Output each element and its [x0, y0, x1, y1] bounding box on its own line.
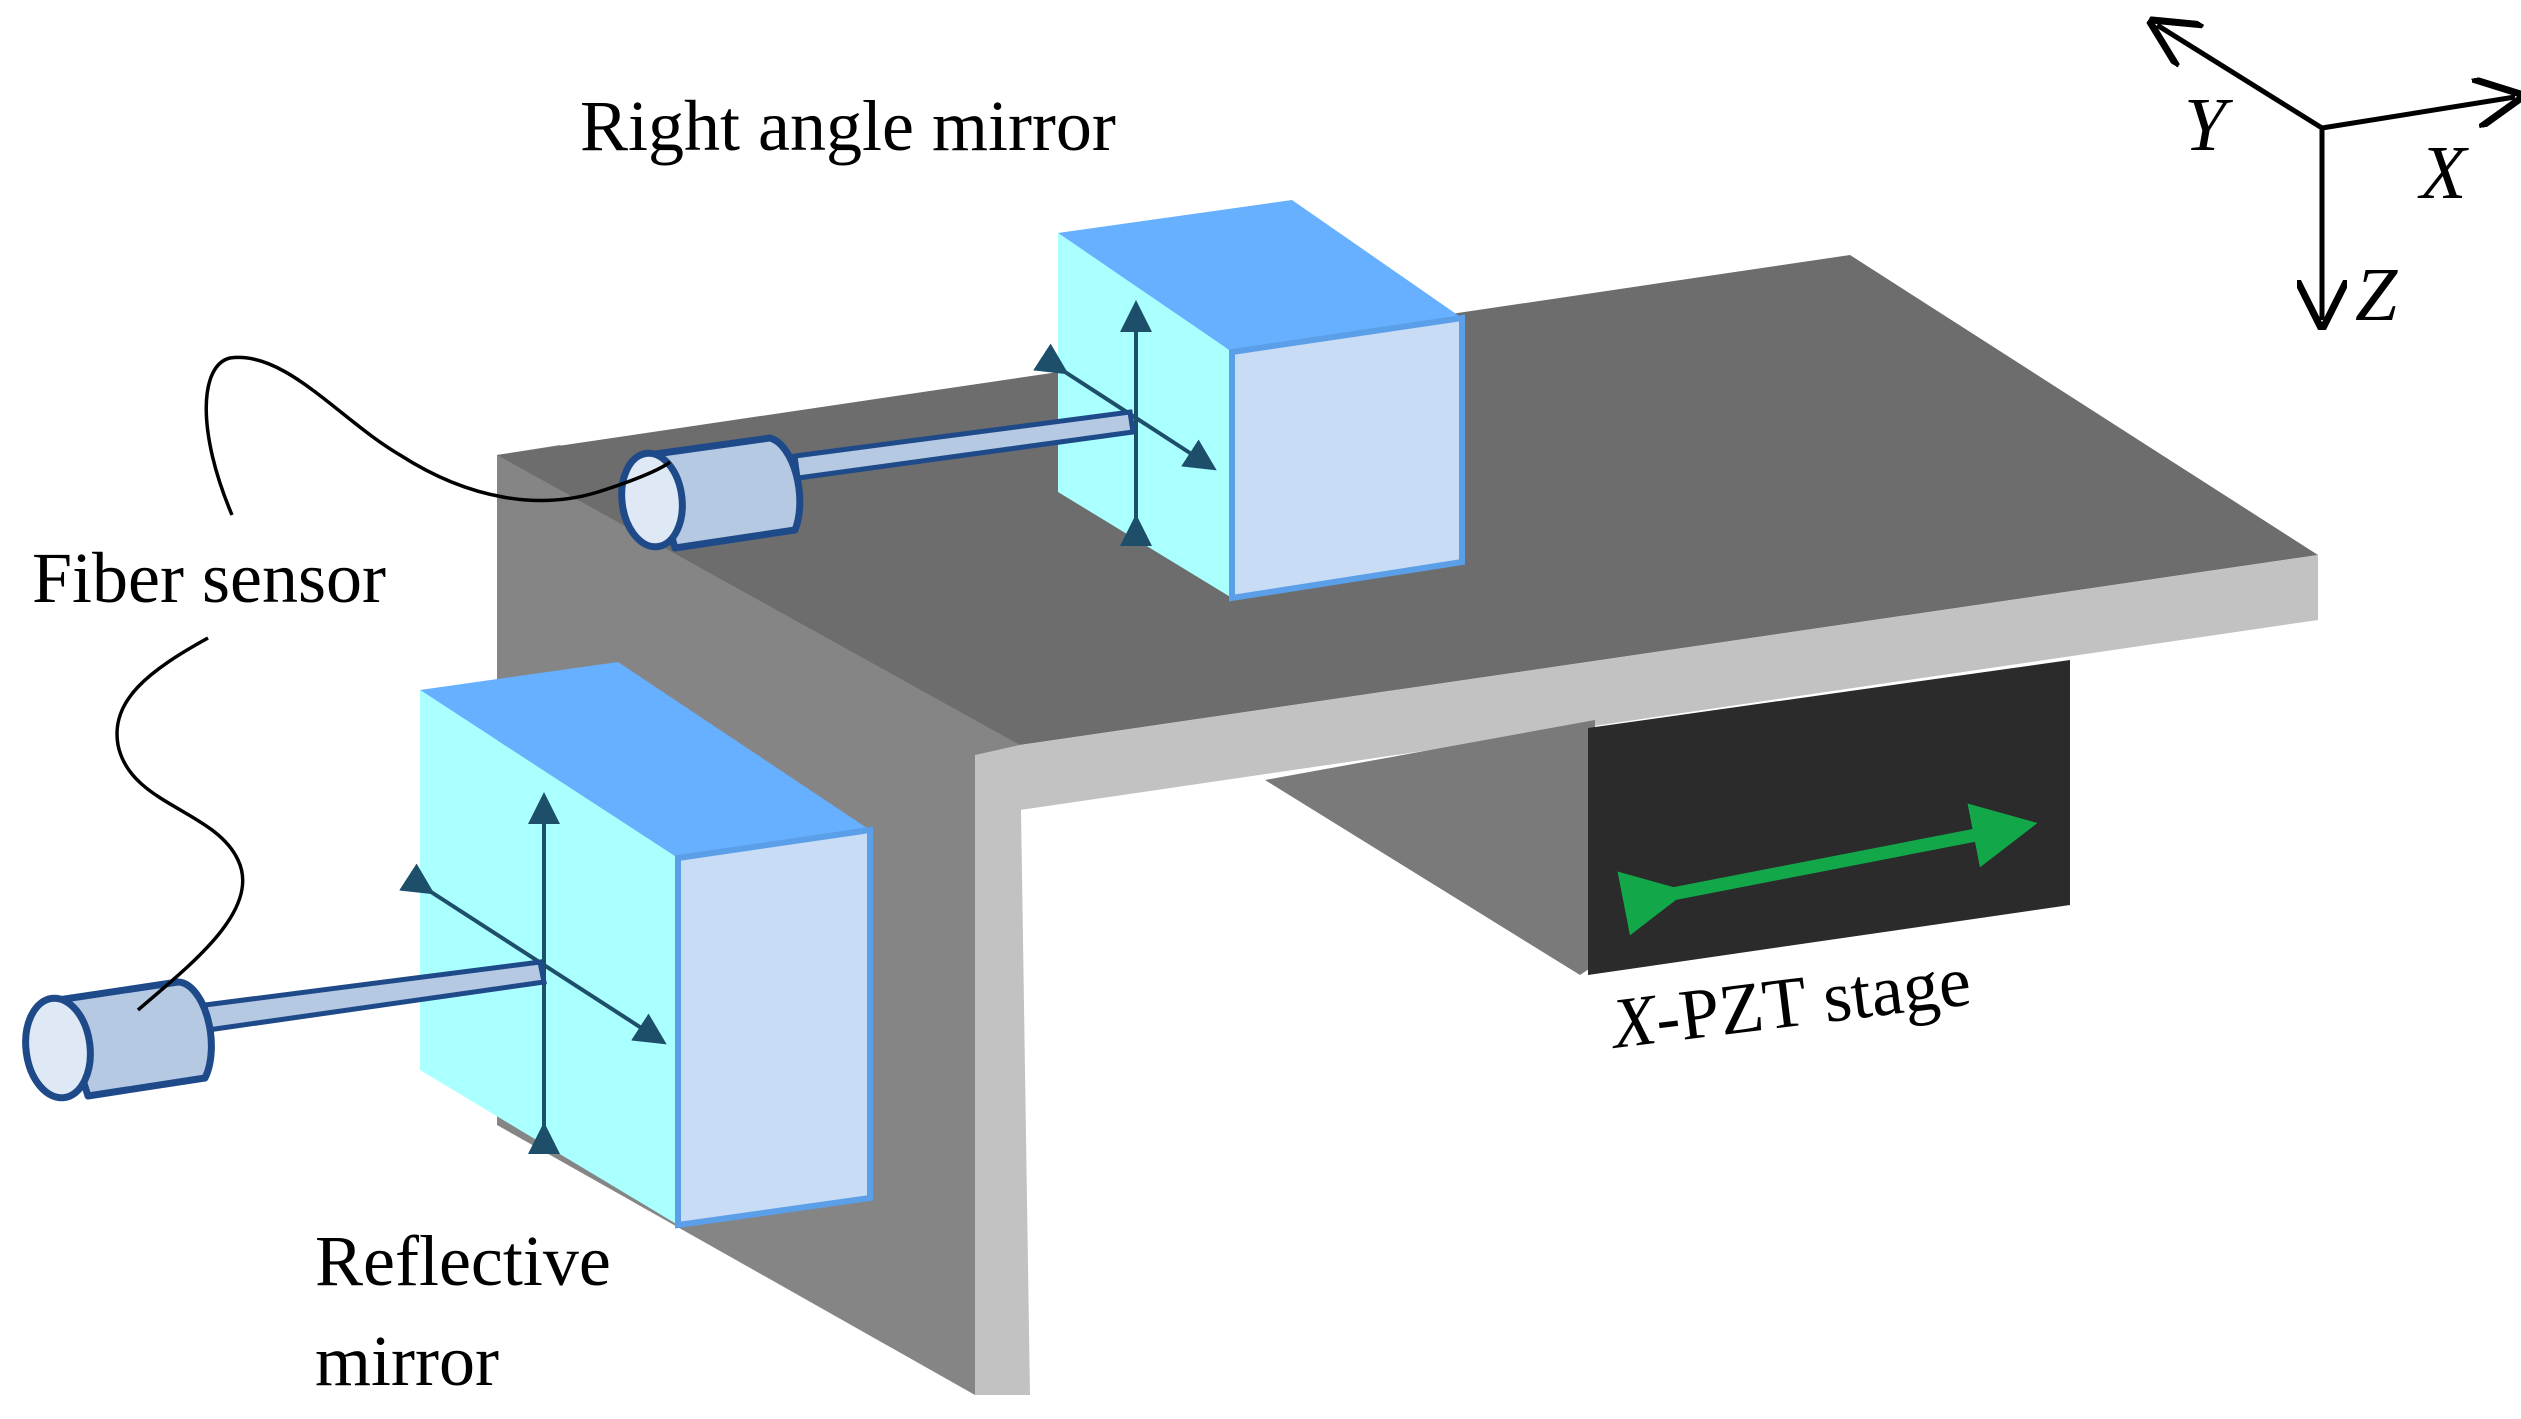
label-reflective-mirror-line2: mirror	[315, 1321, 499, 1401]
z-axis-label: Z	[2355, 253, 2398, 337]
y-axis-label: Y	[2184, 83, 2234, 167]
label-reflective-mirror-line1: Reflective	[315, 1221, 611, 1301]
table-corner-rail	[975, 745, 1030, 1395]
coordinate-axes: Y X Z	[2157, 25, 2515, 337]
right-angle-mirror-top	[1058, 200, 1462, 352]
fiber-sensor-upper	[618, 409, 1136, 552]
fiber-cable-lower	[115, 636, 245, 1012]
right-angle-mirror	[1033, 200, 1465, 602]
table-underside-shadow	[1265, 720, 1595, 975]
reflective-mirror-top	[420, 662, 870, 858]
reflective-mirror	[399, 662, 873, 1229]
x-axis-arrow	[2321, 97, 2515, 131]
x-axis-label: X	[2417, 131, 2469, 215]
right-angle-mirror-diagonal-arrow	[1033, 343, 1217, 471]
stage-motion-arrow	[1617, 803, 2038, 936]
x-pzt-stage	[1588, 660, 2070, 975]
label-fiber-sensor: Fiber sensor	[32, 538, 386, 618]
reflective-mirror-diagonal-arrow	[399, 863, 667, 1045]
table-front-rail	[1020, 555, 2318, 810]
lower-sensor-face	[22, 994, 94, 1102]
label-right-angle-mirror: Right angle mirror	[580, 86, 1116, 166]
reflective-mirror-side	[675, 826, 873, 1229]
y-axis-arrow	[2157, 25, 2324, 131]
fiber-cable-upper	[204, 355, 672, 516]
fiber-sensor-lower	[22, 959, 547, 1102]
lower-sensor-body	[54, 978, 215, 1100]
upper-sensor-body	[644, 434, 804, 552]
right-angle-mirror-side	[1229, 314, 1465, 602]
